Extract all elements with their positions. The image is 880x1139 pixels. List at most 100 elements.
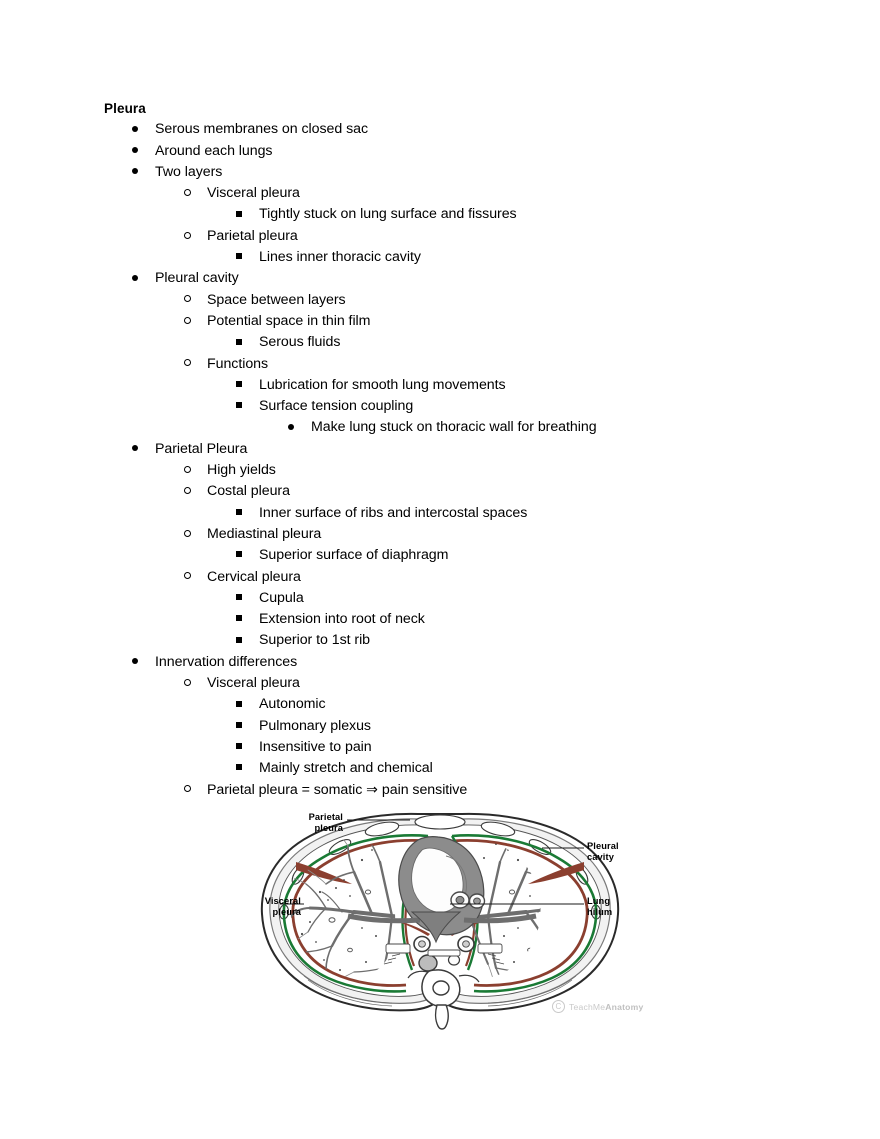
- bullet-glyph: [236, 636, 242, 643]
- outline-item: Make lung stuck on thoracic wall for bre…: [104, 417, 804, 438]
- posterior-rib-hatching: [303, 975, 577, 1007]
- bullet-glyph: [236, 743, 242, 750]
- bullet-square-icon: [236, 737, 242, 758]
- outline-item-text: High yields: [207, 462, 276, 479]
- outline-item-text: Make lung stuck on thoracic wall for bre…: [311, 419, 597, 436]
- watermark-text: TeachMeAnatomy: [569, 1002, 643, 1012]
- outline-item: Mainly stretch and chemical: [104, 758, 804, 779]
- bullet-disc-icon: [132, 652, 138, 673]
- outline-item: Pleural cavity: [104, 268, 804, 289]
- figure-label-lung-hilum-line2: hilum: [587, 906, 613, 917]
- outline-item: Parietal pleura: [104, 226, 804, 247]
- outline-item: Autonomic: [104, 694, 804, 715]
- bullet-circle-icon: [184, 290, 191, 311]
- outline-item-text: Parietal Pleura: [155, 440, 248, 457]
- outline-item: Visceral pleura: [104, 183, 804, 204]
- bullet-circle-icon: [184, 481, 191, 502]
- figure-label-parietal-pleura-line2: pleura: [314, 822, 343, 833]
- bullet-glyph: [288, 423, 294, 430]
- outline-item-text: Extension into root of neck: [259, 611, 425, 628]
- outline-item-text: Space between layers: [207, 291, 346, 308]
- outline-item-text: Inner surface of ribs and intercostal sp…: [259, 504, 528, 521]
- outline-item: Lines inner thoracic cavity: [104, 247, 804, 268]
- outline-item: Insensitive to pain: [104, 737, 804, 758]
- bullet-square-icon: [236, 545, 242, 566]
- outline-item: Parietal pleura = somatic ⇒ pain sensiti…: [104, 780, 804, 801]
- outline-item-text: Innervation differences: [155, 653, 298, 670]
- bullet-circle-icon: [184, 567, 191, 588]
- outline-item: Space between layers: [104, 290, 804, 311]
- bullet-glyph: [132, 657, 138, 664]
- bullet-circle-icon: [184, 673, 191, 694]
- label-leader-lines: [280, 819, 584, 905]
- outline-item-text: Lines inner thoracic cavity: [259, 249, 421, 266]
- outline-item-text: Tightly stuck on lung surface and fissur…: [259, 206, 517, 223]
- bullet-glyph: [132, 146, 138, 153]
- bullet-glyph: [184, 359, 191, 367]
- figure-label-pleural-cavity-line1: Pleural: [587, 841, 619, 851]
- bullet-glyph: [184, 487, 191, 495]
- right-pleura-lining: [451, 834, 598, 993]
- outline-item-text: Autonomic: [259, 696, 326, 713]
- bullet-glyph: [184, 295, 191, 303]
- outline-item: Tightly stuck on lung surface and fissur…: [104, 204, 804, 225]
- bullet-circle-icon: [184, 226, 191, 247]
- outline-item: Cupula: [104, 588, 804, 609]
- outline-item: Visceral pleura: [104, 673, 804, 694]
- bullet-circle-icon: [184, 780, 191, 801]
- outline-item: Functions: [104, 354, 804, 375]
- bullet-circle-icon: [184, 524, 191, 545]
- bullet-square-icon: [236, 630, 242, 651]
- bullet-square-icon: [236, 758, 242, 779]
- outline-item-text: Cupula: [259, 589, 304, 606]
- outline-item-text: Superior to 1st rib: [259, 632, 371, 649]
- bullet-glyph: [236, 721, 242, 728]
- outline-item: Extension into root of neck: [104, 609, 804, 630]
- figure-label-parietal-pleura: Parietal pleura: [283, 812, 343, 833]
- bullet-square-icon: [236, 204, 242, 225]
- outline-item-text: Mediastinal pleura: [207, 525, 322, 542]
- outline-item-text: Visceral pleura: [207, 185, 300, 202]
- bullet-square-icon: [236, 396, 242, 417]
- figure-label-visceral-pleura-line2: pleura: [272, 906, 301, 917]
- outline-item-text: Functions: [207, 355, 269, 372]
- figure-label-lung-hilum: Lung hilum: [587, 896, 651, 917]
- outline-item-text: Pleural cavity: [155, 270, 239, 287]
- bullet-square-icon: [236, 375, 242, 396]
- outline-item: Potential space in thin film: [104, 311, 804, 332]
- figure-label-parietal-pleura-line1: Parietal: [308, 812, 343, 822]
- outline-item-text: Superior surface of diaphragm: [259, 547, 449, 564]
- outline-item-text: Parietal pleura: [207, 227, 298, 244]
- right-lung-bronchovascular-tree: [468, 839, 541, 979]
- bullet-glyph: [184, 785, 191, 793]
- outline-item: Innervation differences: [104, 652, 804, 673]
- bullet-glyph: [236, 551, 242, 558]
- bullet-glyph: [132, 125, 138, 132]
- outline-item: Cervical pleura: [104, 567, 804, 588]
- bullet-circle-icon: [184, 183, 191, 204]
- outline-item: Surface tension coupling: [104, 396, 804, 417]
- bullet-circle-icon: [184, 311, 191, 332]
- figure-label-lung-hilum-line1: Lung: [587, 896, 611, 906]
- thorax-cross-section-figure: Parietal pleura Visceral pleura Pleural …: [232, 800, 662, 1032]
- bullet-glyph: [184, 188, 191, 196]
- outline-item-text: Parietal pleura = somatic ⇒ pain sensiti…: [207, 781, 468, 798]
- bullet-glyph: [184, 529, 191, 537]
- bullet-glyph: [236, 594, 242, 601]
- outline-item-text: Lubrication for smooth lung movements: [259, 376, 506, 393]
- bullet-square-icon: [236, 609, 242, 630]
- bullet-glyph: [132, 168, 138, 175]
- page-title: Pleura: [104, 101, 146, 116]
- left-pleura-lining: [282, 834, 429, 993]
- outline-item-text: Mainly stretch and chemical: [259, 760, 433, 777]
- bullet-circle-icon: [184, 354, 191, 375]
- bullet-glyph: [132, 445, 138, 451]
- bullet-glyph: [184, 572, 191, 580]
- bullet-glyph: [236, 508, 242, 515]
- outline-item-text: Around each lungs: [155, 142, 273, 159]
- outline-item: Parietal Pleura: [104, 439, 804, 460]
- outline-item: Mediastinal pleura: [104, 524, 804, 545]
